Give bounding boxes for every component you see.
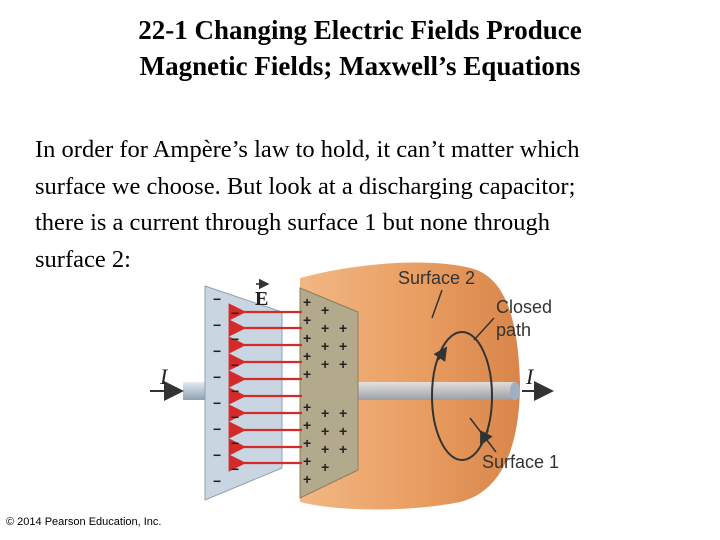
svg-text:−: − — [213, 421, 221, 437]
svg-text:+: + — [339, 405, 347, 421]
slide-title: 22-1 Changing Electric Fields Produce Ma… — [0, 12, 720, 84]
svg-text:−: − — [213, 447, 221, 463]
wire-end — [510, 382, 520, 400]
closed-path-label-line1: Closed — [496, 297, 552, 317]
svg-text:+: + — [321, 320, 329, 336]
field-label-e: E — [255, 288, 268, 310]
title-line-2: Magnetic Fields; Maxwell’s Equations — [139, 51, 581, 81]
body-paragraph: In order for Ampère’s law to hold, it ca… — [35, 132, 695, 278]
svg-text:+: + — [303, 366, 311, 382]
current-label-left: I — [159, 364, 169, 389]
svg-text:−: − — [231, 435, 239, 451]
svg-text:−: − — [231, 331, 239, 347]
svg-text:+: + — [339, 320, 347, 336]
surface-1-leader — [469, 417, 497, 453]
surface-1-label: Surface 1 — [482, 452, 559, 472]
svg-text:+: + — [321, 441, 329, 457]
svg-text:+: + — [321, 302, 329, 318]
svg-text:+: + — [303, 453, 311, 469]
svg-text:+: + — [321, 338, 329, 354]
copyright-notice: © 2014 Pearson Education, Inc. — [6, 516, 162, 528]
body-line: In order for Ampère’s law to hold, it ca… — [35, 136, 580, 163]
svg-text:+: + — [303, 348, 311, 364]
svg-text:+: + — [321, 459, 329, 475]
svg-text:+: + — [339, 356, 347, 372]
svg-text:−: − — [213, 343, 221, 359]
svg-text:−: − — [231, 409, 239, 425]
svg-text:+: + — [339, 441, 347, 457]
body-line: surface 2: — [35, 245, 131, 273]
svg-text:+: + — [303, 471, 311, 487]
closed-path-leader — [473, 317, 495, 341]
svg-text:+: + — [303, 294, 311, 310]
svg-text:+: + — [303, 417, 311, 433]
svg-text:+: + — [303, 330, 311, 346]
title-line-1: 22-1 Changing Electric Fields Produce — [138, 15, 582, 45]
body-line: surface we choose. But look at a dischar… — [35, 172, 576, 200]
current-label-right: I — [525, 364, 535, 389]
body-line: there is a current through surface 1 but… — [35, 209, 551, 236]
svg-text:−: − — [213, 317, 221, 333]
negative-charges: − − − − − − − − − − − − − − − — [213, 291, 239, 489]
surface-2-leader — [431, 289, 443, 319]
svg-text:+: + — [303, 399, 311, 415]
svg-text:+: + — [339, 338, 347, 354]
positive-plate — [299, 287, 359, 499]
surface-2-label: Surface 2 — [398, 268, 475, 288]
right-wire — [355, 382, 515, 400]
svg-text:−: − — [213, 473, 221, 489]
svg-text:−: − — [213, 395, 221, 411]
svg-text:−: − — [231, 383, 239, 399]
electric-field-lines — [228, 303, 302, 472]
svg-text:+: + — [321, 405, 329, 421]
svg-text:+: + — [303, 312, 311, 328]
svg-text:−: − — [231, 357, 239, 373]
svg-text:−: − — [231, 461, 239, 477]
svg-text:−: − — [213, 369, 221, 385]
loop-direction-arrow-top — [433, 346, 448, 362]
closed-path-loop — [431, 331, 493, 461]
closed-path-label-line2: path — [496, 320, 531, 340]
svg-text:−: − — [231, 305, 239, 321]
svg-text:−: − — [213, 291, 221, 307]
positive-charges: + + + + + + + + + + + + + + + + + + + + … — [303, 294, 347, 487]
svg-text:+: + — [321, 423, 329, 439]
svg-text:+: + — [339, 423, 347, 439]
svg-text:+: + — [303, 435, 311, 451]
svg-text:+: + — [321, 356, 329, 372]
